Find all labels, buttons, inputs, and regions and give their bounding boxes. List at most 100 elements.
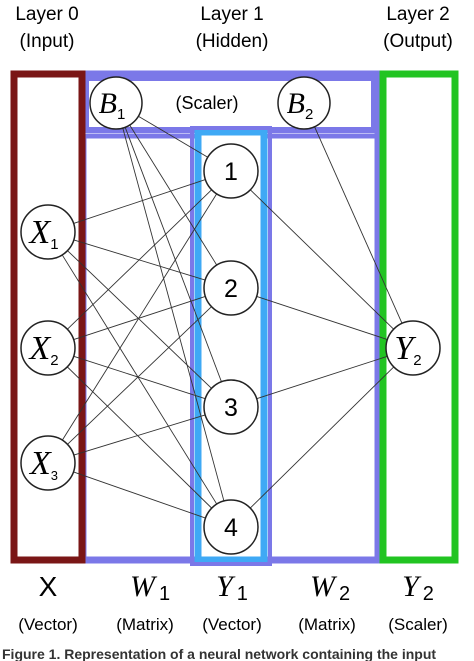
bias-node-b1-circle [89, 76, 143, 130]
bottom-kinds: (Vector) (Matrix) (Vector) (Matrix) (Sca… [18, 615, 448, 634]
input-node-x3-circle [20, 435, 76, 491]
edge-l0-0-h4 [121, 126, 225, 502]
edge-l1-2-out [256, 296, 388, 340]
hidden-node-2-circle [203, 260, 259, 316]
edge-l1-3-out [256, 355, 388, 400]
edge-l0-0-h2 [128, 123, 218, 266]
layer-2-name: Layer 2 [386, 4, 449, 25]
bottom-symbol-w2-sub: 2 [339, 583, 350, 605]
hidden-node-2: 2 [203, 260, 259, 316]
edge-l0-3-h3 [73, 414, 206, 456]
bias-node-b1-sub: 1 [117, 106, 125, 123]
layer-headers: Layer 0 (Input) Layer 1 (Hidden) Layer 2… [15, 4, 453, 52]
layer-0-role: (Input) [20, 31, 75, 52]
edge-l0-1-h3 [67, 250, 212, 389]
bottom-kind-x: (Vector) [18, 615, 78, 634]
input-node-x3: X3 [20, 435, 76, 491]
bias-node-b1: B1 [89, 76, 143, 130]
input-node-x3-label: X3 [28, 445, 58, 483]
layer-1-name: Layer 1 [200, 4, 263, 25]
edge-l1-4-out [249, 366, 395, 509]
output-layer-box [379, 70, 459, 564]
layer-0-name: Layer 0 [15, 4, 78, 25]
bias-scaler-label: (Scaler) [175, 93, 238, 113]
weight-region-w1-inner [81, 133, 201, 563]
bias-node-b2-label: B2 [287, 87, 314, 123]
edge-l0-1-h4 [61, 254, 218, 505]
bottom-kind-w2: (Matrix) [298, 615, 356, 634]
input-node-x2-circle [20, 320, 76, 376]
bottom-kind-w1: (Matrix) [116, 615, 174, 634]
layer-1-role: (Hidden) [196, 31, 269, 52]
bottom-kind-y2: (Scaler) [388, 615, 448, 634]
edge-l0-2-h2 [73, 295, 206, 341]
hidden-node-2-label: 2 [224, 275, 238, 303]
input-node-x2-label: X2 [27, 330, 58, 369]
output-node-y2: Y2 [385, 320, 441, 376]
hidden-node-3-circle [203, 379, 259, 435]
hidden-node-3-label: 3 [224, 394, 238, 422]
bottom-symbol-y2-sub: 2 [423, 583, 434, 605]
bias-node-b1-symbol: B [99, 87, 117, 120]
bias-node-b2: B2 [277, 76, 331, 130]
input-node-x1: X1 [20, 204, 76, 260]
output-node-y2-circle [385, 320, 441, 376]
input-node-x1-circle [20, 204, 76, 260]
hidden-node-4-circle [203, 499, 259, 555]
figure-caption: Figure 1. Representation of a neural net… [2, 646, 436, 661]
edge-l0-2-h4 [66, 366, 213, 509]
edge-l0-3-h1 [61, 193, 218, 441]
edge-l0-2-h3 [73, 355, 206, 400]
input-node-x3-symbol: X [28, 445, 52, 482]
bottom-symbol-y2-main: Y [402, 570, 422, 603]
bottom-symbol-w1-main: W [130, 570, 158, 603]
bottom-symbol-x: X [39, 571, 58, 602]
input-node-x2: X2 [20, 320, 76, 376]
connection-edges [61, 114, 403, 519]
weight-region-w2-inner [261, 133, 381, 563]
bias-node-b2-sub: 2 [305, 106, 313, 123]
edge-l0-2-h1 [67, 189, 212, 330]
input-node-x2-symbol: X [27, 330, 51, 367]
bottom-symbol-x-main: X [39, 571, 58, 602]
input-node-x3-sub: 3 [51, 468, 58, 483]
edge-l0-0-h1 [136, 114, 208, 158]
input-layer-box [10, 70, 86, 564]
edge-l0-1-h1 [73, 179, 206, 224]
input-node-x2-sub: 2 [50, 352, 58, 369]
hidden-node-1: 1 [203, 143, 259, 199]
output-node-y2-label: Y2 [394, 330, 421, 369]
hidden-node-4-label: 4 [224, 514, 238, 542]
input-node-x1-sub: 1 [50, 236, 58, 253]
bias-node-b2-circle [277, 76, 331, 130]
edge-l1-0-out [313, 124, 403, 324]
edge-l1-1-out [250, 189, 394, 330]
hidden-layer-box-outer [190, 126, 272, 566]
bias-node-b2-symbol: B [287, 87, 305, 120]
output-node-y2-symbol: Y [394, 330, 416, 367]
edge-l0-0-h3 [124, 125, 222, 382]
edge-l0-3-h4 [73, 471, 206, 519]
bias-node-b1-label: B1 [99, 87, 126, 123]
output-node-y2-sub: 2 [413, 352, 421, 369]
bottom-symbol-y1-sub: 1 [237, 583, 248, 605]
hidden-layer-box [194, 128, 268, 564]
bottom-symbol-y1-main: Y [216, 570, 236, 603]
input-node-x1-symbol: X [27, 214, 51, 251]
bottom-symbol-w1-sub: 1 [159, 583, 170, 605]
edge-l0-3-h2 [67, 306, 212, 445]
layer-2-role: (Output) [383, 31, 453, 52]
bottom-symbol-w2-main: W [310, 570, 338, 603]
hidden-node-3: 3 [203, 379, 259, 435]
hidden-node-4: 4 [203, 499, 259, 555]
hidden-node-1-circle [203, 143, 259, 199]
hidden-node-1-label: 1 [224, 158, 238, 186]
bottom-kind-y1: (Vector) [202, 615, 262, 634]
input-node-x1-label: X1 [27, 214, 58, 253]
